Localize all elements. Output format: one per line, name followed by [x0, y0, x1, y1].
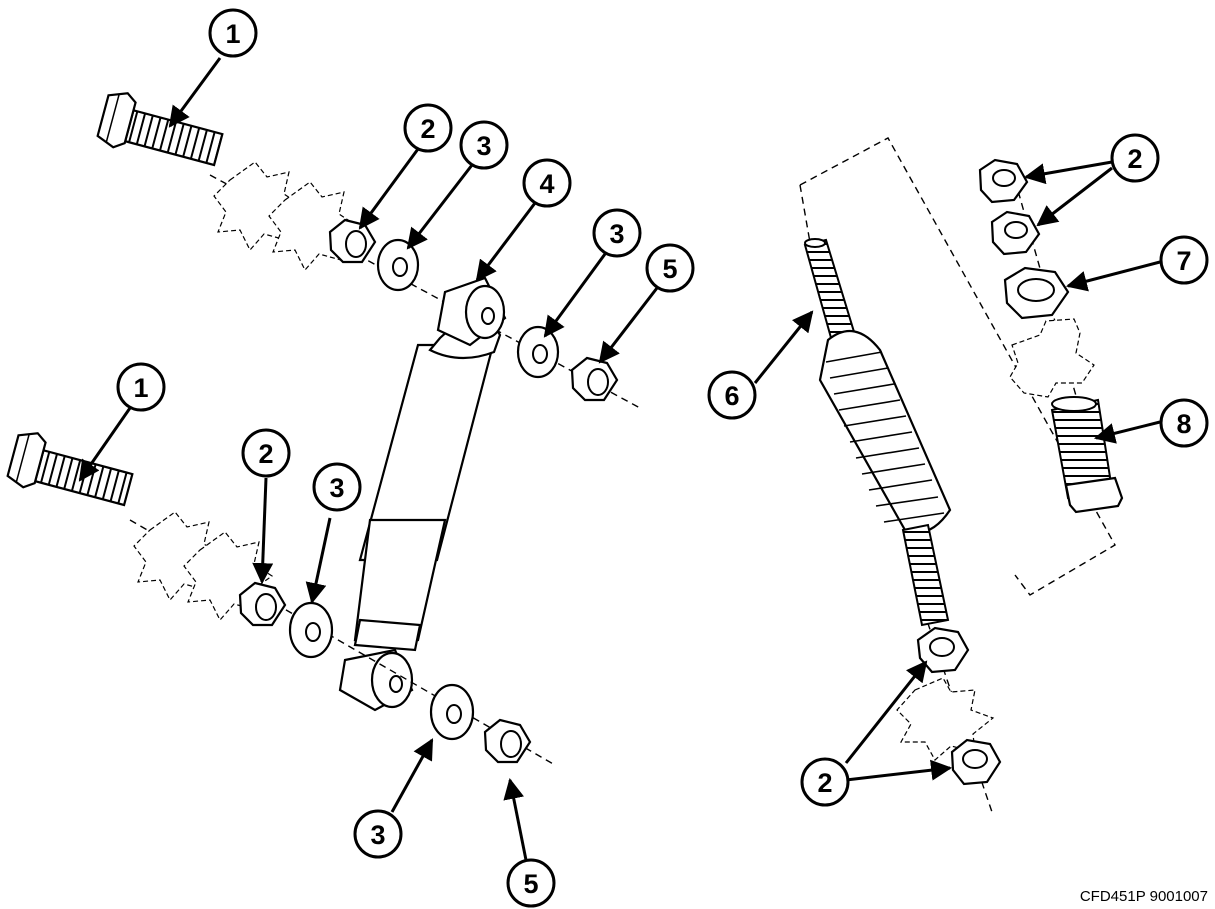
callout-1-upper: 1	[208, 8, 258, 58]
callout-label: 3	[370, 820, 385, 850]
stud-lower-thread	[901, 523, 950, 627]
callout-label: 2	[817, 768, 832, 798]
callout-label: 7	[1176, 246, 1191, 276]
callout-6: 6	[707, 370, 757, 420]
callout-3-upper-inner: 3	[459, 120, 509, 170]
right-upper-nut-b	[990, 210, 1041, 256]
lower-locknut	[483, 718, 532, 764]
callout-label: 5	[662, 254, 677, 284]
right-assembly	[799, 137, 1124, 816]
right-dashed-bracket	[799, 137, 1116, 596]
right-upper-nut-a	[978, 158, 1029, 204]
callout-8: 8	[1159, 398, 1209, 448]
callout-3-lower-inner: 3	[312, 462, 362, 512]
shock-lower-collar	[353, 618, 422, 652]
callout-2-right-upper: 2	[1110, 133, 1160, 183]
upper-locknut	[570, 356, 619, 402]
callout-3-lower-outer: 3	[353, 809, 403, 859]
callout-bubbles: 1 2 3 4 3 5 1 2	[116, 8, 1209, 908]
callout-label: 2	[420, 114, 435, 144]
callout-label: 4	[539, 169, 554, 199]
upper-mount-assembly	[96, 92, 641, 409]
callout-label: 6	[724, 381, 739, 411]
callout-label: 1	[133, 373, 148, 403]
figure-id: CFD451P 9001007	[1080, 888, 1208, 905]
callout-label: 3	[609, 219, 624, 249]
right-jam-nut	[1003, 266, 1070, 320]
callout-3-upper-outer: 3	[592, 208, 642, 258]
boot-ribs	[825, 351, 945, 523]
shock-upper-eye	[436, 276, 507, 347]
right-lower-nut-b	[950, 738, 1002, 786]
lower-bolt	[6, 432, 134, 507]
lower-washer-outer	[429, 683, 475, 741]
callout-2-lower: 2	[241, 428, 291, 478]
callout-label: 3	[476, 131, 491, 161]
upper-washer-outer	[516, 325, 560, 379]
callout-7: 7	[1159, 235, 1209, 285]
callout-label: 3	[329, 473, 344, 503]
upper-bolt	[96, 92, 224, 167]
shock-lower-eye	[338, 648, 414, 712]
callout-1-lower: 1	[116, 362, 166, 412]
upper-washer-inner	[376, 238, 420, 292]
callout-2-right-lower: 2	[800, 757, 850, 807]
callout-2-upper: 2	[403, 103, 453, 153]
callout-label: 1	[225, 19, 240, 49]
right-upper-bracket-outline	[1009, 318, 1095, 398]
upper-axis-line	[209, 174, 641, 409]
callout-5-lower: 5	[506, 858, 556, 908]
callout-label: 2	[258, 439, 273, 469]
upper-nut	[328, 218, 377, 264]
dust-boot	[818, 330, 952, 534]
callout-label: 5	[523, 869, 538, 899]
right-lower-nut-a	[916, 626, 970, 674]
callout-label: 2	[1127, 144, 1142, 174]
lower-axis-line	[129, 519, 556, 766]
callout-5-upper: 5	[645, 243, 695, 293]
lower-mount-assembly	[6, 432, 556, 766]
callout-4: 4	[522, 158, 572, 208]
lower-washer-inner	[288, 601, 334, 659]
shock-absorber	[338, 276, 507, 712]
leader-lines	[78, 57, 1161, 861]
lower-nut	[238, 581, 287, 627]
right-stud-bolt	[1050, 396, 1124, 514]
callout-label: 8	[1176, 409, 1191, 439]
